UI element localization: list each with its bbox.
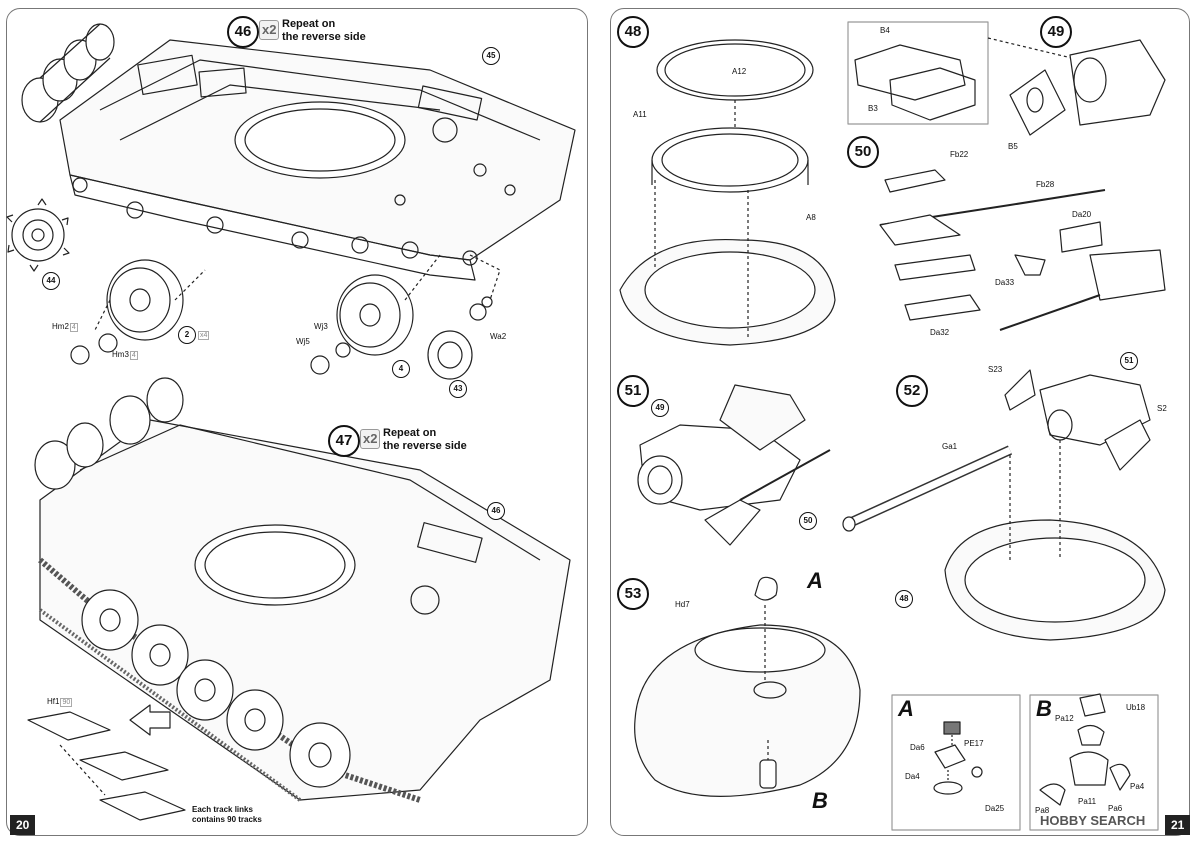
gun-breech-50 xyxy=(879,169,1166,331)
repeat-line-1: Repeat on xyxy=(282,18,336,30)
step-46-multiplier: x2 xyxy=(259,20,280,40)
step-49-number: 49 xyxy=(1040,16,1072,48)
ref-45: 45 xyxy=(482,47,500,65)
turret-gun-52 xyxy=(842,369,1166,641)
ref-50: 50 xyxy=(799,512,817,530)
detail-a-drawing xyxy=(891,694,1021,831)
page-number-left: 20 xyxy=(10,815,36,835)
step-52-number: 52 xyxy=(896,375,928,407)
step-50-number: 50 xyxy=(847,136,879,168)
repeat-line-2: the reverse side xyxy=(282,31,366,43)
label-da25: Da25 xyxy=(985,804,1005,813)
label-pa11: Pa11 xyxy=(1078,797,1097,806)
label-ub18: Ub18 xyxy=(1126,703,1146,712)
label-b5: B5 xyxy=(1008,142,1018,151)
label-a8: A8 xyxy=(806,213,816,222)
step-46-number: 46 xyxy=(227,16,259,48)
label-wj3: Wj3 xyxy=(314,322,328,331)
label-hf1-text: Hf1 xyxy=(47,697,60,706)
label-da6: Da6 xyxy=(910,743,925,752)
ref-51: 51 xyxy=(1120,352,1138,370)
track-note: Each track links contains 90 tracks xyxy=(192,805,262,825)
road-wheel-2 xyxy=(70,259,206,365)
ref-48: 48 xyxy=(895,590,913,608)
label-fb28: Fb28 xyxy=(1036,180,1055,189)
step-53-number: 53 xyxy=(617,578,649,610)
label-hm2-qty: 4 xyxy=(69,323,78,332)
label-da32: Da32 xyxy=(930,328,950,337)
label-pa12: Pa12 xyxy=(1055,714,1074,723)
hull-drawing-47 xyxy=(34,377,571,803)
turret-shell-53 xyxy=(634,576,861,797)
repeat-line-1: Repeat on xyxy=(383,427,437,439)
ref-44: 44 xyxy=(42,272,60,290)
label-pa4: Pa4 xyxy=(1130,782,1145,791)
label-s2: S2 xyxy=(1157,404,1167,413)
label-pe17: PE17 xyxy=(964,739,984,748)
step-47-number: 47 xyxy=(328,425,360,457)
label-hf1-qty: 90 xyxy=(60,698,73,707)
label-a11: A11 xyxy=(633,110,647,119)
label-ga1: Ga1 xyxy=(942,442,958,451)
track-note-line-1: Each track links xyxy=(192,805,253,814)
road-wheel-4 xyxy=(310,254,441,375)
label-hd7: Hd7 xyxy=(675,600,690,609)
ref-2-qty-badge: x4 xyxy=(198,331,210,340)
page-number-right: 21 xyxy=(1165,815,1191,835)
detail-a-letter: A xyxy=(898,696,914,721)
label-a12: A12 xyxy=(732,67,747,76)
gun-mount-49 xyxy=(847,21,1166,136)
step-48-number: 48 xyxy=(617,16,649,48)
label-b3: B3 xyxy=(868,104,878,113)
gun-assembly-51 xyxy=(637,384,831,546)
drive-sprocket xyxy=(6,198,70,272)
track-note-line-2: contains 90 tracks xyxy=(192,815,262,824)
label-hm2-text: Hm2 xyxy=(52,322,69,331)
label-wj5: Wj5 xyxy=(296,337,310,346)
ref-2-qty: x4 xyxy=(197,329,210,340)
ref-49: 49 xyxy=(651,399,669,417)
repeat-line-2: the reverse side xyxy=(383,440,467,452)
step-47-repeat-note: Repeat on the reverse side xyxy=(383,427,467,453)
detail-b-drawing xyxy=(1029,693,1159,831)
step-46-repeat-note: Repeat on the reverse side xyxy=(282,18,366,44)
label-hm3-qty: 4 xyxy=(129,351,138,360)
label-b4: B4 xyxy=(880,26,890,35)
detail-b-letter: B xyxy=(1036,696,1052,721)
label-hm3-text: Hm3 xyxy=(112,350,129,359)
ref-43: 43 xyxy=(449,380,467,398)
label-pa6: Pa6 xyxy=(1108,804,1123,813)
label-da4: Da4 xyxy=(905,772,920,781)
callout-letter-b: B xyxy=(812,788,828,813)
watermark: HOBBY SEARCH xyxy=(1040,813,1146,828)
track-links xyxy=(27,704,186,821)
hull-drawing-46 xyxy=(21,23,576,281)
label-fb22: Fb22 xyxy=(950,150,969,159)
label-da33: Da33 xyxy=(995,278,1015,287)
label-pa8: Pa8 xyxy=(1035,806,1050,815)
ref-4: 4 xyxy=(392,360,410,378)
idler-wheel xyxy=(427,254,501,380)
label-da20: Da20 xyxy=(1072,210,1092,219)
ref-46: 46 xyxy=(487,502,505,520)
ref-2: 2 xyxy=(178,326,196,344)
label-wa2: Wa2 xyxy=(490,332,507,341)
callout-letter-a: A xyxy=(807,568,823,593)
label-s23: S23 xyxy=(988,365,1003,374)
step-47-multiplier: x2 xyxy=(360,429,381,449)
step-51-number: 51 xyxy=(617,375,649,407)
turret-ring-48 xyxy=(619,39,836,346)
